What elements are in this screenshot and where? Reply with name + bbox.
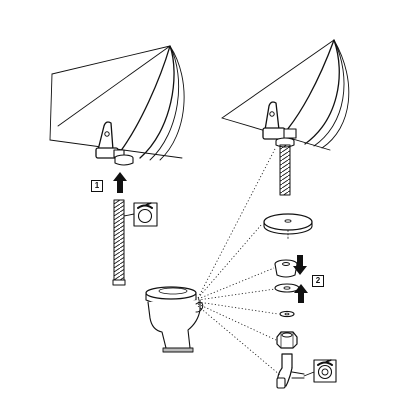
arrow-up-icon [294,284,308,303]
flat-washer [274,283,300,293]
left-toilet-seat [49,45,185,161]
large-washer [263,213,313,241]
left-hinge [95,121,134,166]
left-threaded-bolt [112,199,126,286]
arrow-up-icon [113,172,127,193]
small-washer [279,310,295,318]
right-hinge [262,101,297,148]
rubber-bushing [274,259,298,278]
right-threaded-bolt [279,144,291,196]
left-seat-assembly [49,45,185,286]
arrow-down-icon [293,255,307,275]
guide-lines [197,146,281,376]
bottom-bracket [276,353,305,389]
socket-wrench-icon [303,359,337,383]
right-seat-assembly [221,39,350,389]
hex-nut [276,331,298,349]
step-2-label: 2 [312,275,324,287]
socket-wrench-icon [123,202,158,227]
step-1-label: 1 [91,180,103,192]
toilet-bowl [145,286,204,353]
